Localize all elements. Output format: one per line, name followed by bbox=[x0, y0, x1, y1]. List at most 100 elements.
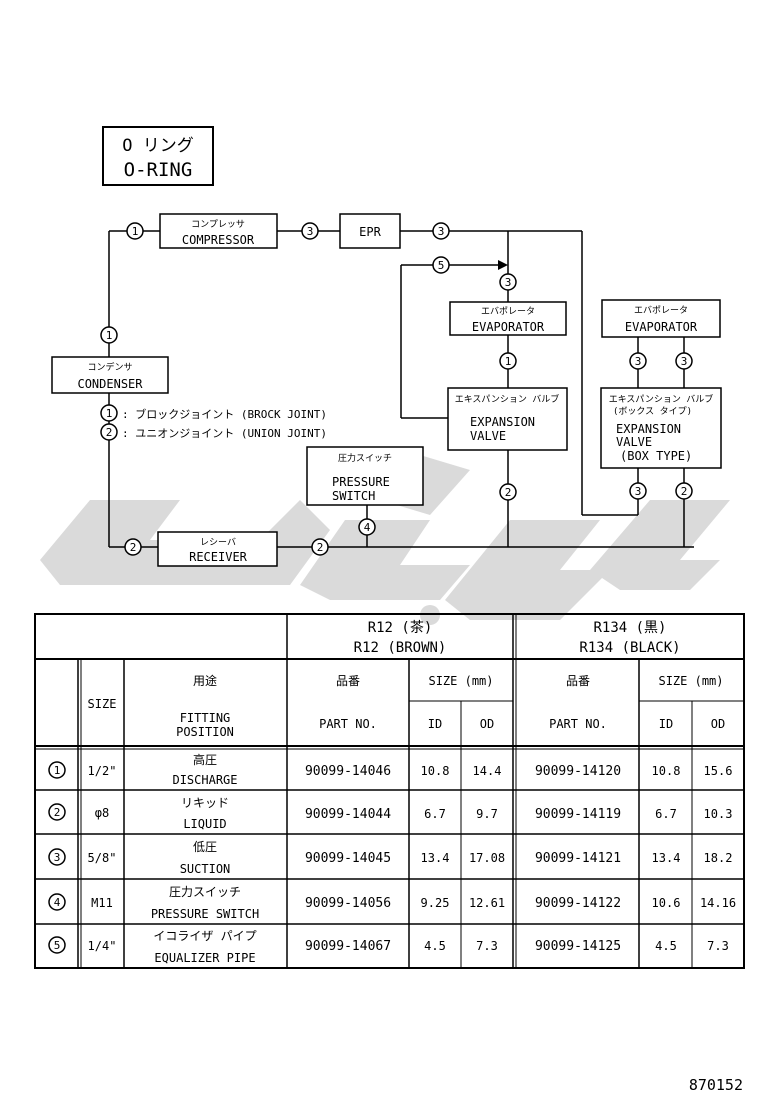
id-header-r134: ID bbox=[659, 717, 673, 731]
svg-text:10.6: 10.6 bbox=[652, 896, 681, 910]
table-row: 2 φ8 リキッド LIQUID 90099-14044 6.7 9.7 900… bbox=[48, 796, 733, 831]
compressor-jp: コンプレッサ bbox=[191, 219, 245, 230]
partno-header-en-r134: PART NO. bbox=[549, 717, 607, 731]
svg-text:2: 2 bbox=[130, 541, 137, 554]
od-header-r134: OD bbox=[711, 717, 725, 731]
svg-text:90099-14056: 90099-14056 bbox=[305, 896, 391, 911]
legend-text-1: : ブロックジョイント (BROCK JOINT) bbox=[122, 407, 327, 421]
marker-3: 3 bbox=[499, 273, 517, 291]
svg-text:φ8: φ8 bbox=[95, 806, 109, 820]
svg-text:2: 2 bbox=[54, 806, 61, 819]
evaporator-right-box: エバポレータ EVAPORATOR bbox=[601, 299, 721, 338]
svg-text:1: 1 bbox=[505, 355, 512, 368]
svg-text:低圧: 低圧 bbox=[193, 840, 217, 854]
compressor-box: コンプレッサ COMPRESSOR bbox=[159, 213, 278, 249]
od-header: OD bbox=[480, 717, 494, 731]
svg-text:3: 3 bbox=[438, 225, 445, 238]
partno-header-en: PART NO. bbox=[319, 717, 377, 731]
title-box-frame bbox=[102, 126, 214, 186]
expansion-valve-en2: VALVE bbox=[470, 429, 506, 443]
svg-text:DISCHARGE: DISCHARGE bbox=[172, 773, 237, 787]
marker-1: 1 bbox=[100, 326, 118, 344]
marker-3: 3 bbox=[301, 222, 319, 240]
marker-3: 3 bbox=[432, 222, 450, 240]
svg-text:3: 3 bbox=[307, 225, 314, 238]
pressure-switch-box: 圧力スイッチ PRESSURE SWITCH bbox=[306, 446, 424, 506]
condenser-en: CONDENSER bbox=[77, 377, 143, 391]
svg-text:14.16: 14.16 bbox=[700, 896, 736, 910]
marker-4: 4 bbox=[358, 518, 376, 536]
expansion-valve-box-en3: (BOX TYPE) bbox=[620, 449, 692, 463]
expansion-valve-jp: エキスパンション バルブ bbox=[455, 393, 560, 405]
svg-text:圧力スイッチ: 圧力スイッチ bbox=[169, 885, 241, 899]
sizemm-header-r134: SIZE (mm) bbox=[658, 674, 723, 688]
receiver-box: レシーバ RECEIVER bbox=[157, 531, 278, 567]
svg-text:14.4: 14.4 bbox=[473, 764, 502, 778]
table-row: 5 1/4" イコライザ パイプ EQUALIZER PIPE 90099-14… bbox=[48, 929, 729, 965]
svg-text:PRESSURE SWITCH: PRESSURE SWITCH bbox=[151, 907, 259, 921]
condenser-box: コンデンサ CONDENSER bbox=[51, 356, 169, 394]
svg-text:高圧: 高圧 bbox=[193, 752, 217, 767]
svg-text:2: 2 bbox=[681, 485, 688, 498]
svg-text:7.3: 7.3 bbox=[707, 939, 729, 953]
svg-text:2: 2 bbox=[505, 486, 512, 499]
footer-code: 870152 bbox=[689, 1076, 743, 1094]
svg-text:17.08: 17.08 bbox=[469, 851, 505, 865]
svg-text:2: 2 bbox=[317, 541, 324, 554]
evaporator-left-box: エバポレータ EVAPORATOR bbox=[449, 301, 567, 336]
evaporator-right-jp: エバポレータ bbox=[634, 305, 688, 316]
pressure-switch-en1: PRESSURE bbox=[332, 475, 390, 489]
svg-text:9.7: 9.7 bbox=[476, 807, 498, 821]
r12-jp: R12 (茶) bbox=[368, 620, 433, 636]
svg-text:4: 4 bbox=[364, 521, 371, 534]
svg-text:10.8: 10.8 bbox=[652, 764, 681, 778]
svg-text:90099-14125: 90099-14125 bbox=[535, 939, 621, 954]
svg-text:1/4": 1/4" bbox=[88, 939, 117, 953]
fitting-header-en1: FITTING bbox=[180, 711, 231, 725]
title-jp: O リング bbox=[122, 136, 193, 156]
svg-text:90099-14121: 90099-14121 bbox=[535, 851, 621, 866]
svg-text:90099-14119: 90099-14119 bbox=[535, 807, 621, 822]
epr-box: EPR bbox=[339, 213, 401, 249]
svg-text:6.7: 6.7 bbox=[655, 807, 677, 821]
pressure-switch-en2: SWITCH bbox=[332, 489, 375, 503]
fitting-header-jp: 用途 bbox=[193, 673, 217, 688]
row-marker bbox=[48, 936, 66, 954]
marker-2: 2 bbox=[311, 538, 329, 556]
legend-item-1: 1 : ブロックジョイント (BROCK JOINT) bbox=[100, 404, 327, 422]
evaporator-left-jp: エバポレータ bbox=[481, 306, 535, 317]
expansion-valve-box-en1: EXPANSION bbox=[616, 422, 681, 436]
svg-text:3: 3 bbox=[681, 355, 688, 368]
expansion-valve-box-jp1: エキスパンション バルブ bbox=[609, 393, 714, 405]
svg-text:90099-14045: 90099-14045 bbox=[305, 851, 391, 866]
evaporator-right-en: EVAPORATOR bbox=[625, 320, 698, 334]
row-marker bbox=[48, 803, 66, 821]
expansion-valve-box-jp2: (ボックス タイプ) bbox=[613, 406, 692, 417]
svg-text:M11: M11 bbox=[91, 896, 113, 910]
svg-text:10.3: 10.3 bbox=[704, 807, 733, 821]
r12-en: R12 (BROWN) bbox=[354, 640, 447, 656]
svg-text:1/2": 1/2" bbox=[88, 764, 117, 778]
svg-text:1: 1 bbox=[106, 329, 113, 342]
svg-text:3: 3 bbox=[635, 485, 642, 498]
svg-text:10.8: 10.8 bbox=[421, 764, 450, 778]
svg-text:13.4: 13.4 bbox=[421, 851, 450, 865]
partno-header-jp: 品番 bbox=[336, 674, 360, 688]
svg-text:9.25: 9.25 bbox=[421, 896, 450, 910]
legend-item-2: 2 : ユニオンジョイント (UNION JOINT) bbox=[100, 423, 327, 441]
svg-text:5: 5 bbox=[438, 259, 445, 272]
evaporator-left-en: EVAPORATOR bbox=[472, 320, 545, 334]
svg-text:2: 2 bbox=[106, 426, 113, 439]
sizemm-header: SIZE (mm) bbox=[428, 674, 493, 688]
svg-text:4.5: 4.5 bbox=[655, 939, 677, 953]
spec-table: R12 (茶) R12 (BROWN) R134 (黒) R134 (BLACK… bbox=[34, 613, 745, 969]
id-header: ID bbox=[428, 717, 442, 731]
svg-text:90099-14044: 90099-14044 bbox=[305, 807, 391, 822]
diagram-markers: 1 3 3 5 3 1 1 3 3 2 3 2 4 2 2 bbox=[100, 222, 693, 556]
row-marker bbox=[48, 893, 66, 911]
marker-2: 2 bbox=[499, 483, 517, 501]
svg-text:4: 4 bbox=[54, 896, 61, 909]
svg-text:5: 5 bbox=[54, 939, 61, 952]
